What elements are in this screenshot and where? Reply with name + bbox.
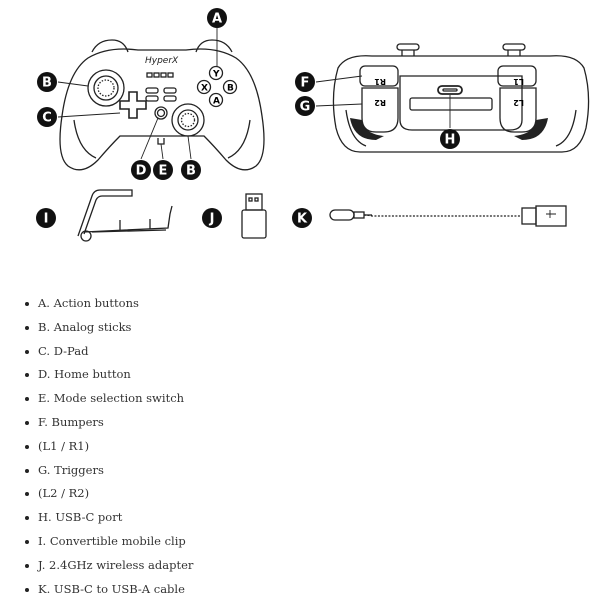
callout-e: E [153,160,173,180]
svg-text:A: A [212,12,222,27]
usb-cable [329,205,567,227]
callout-f: F [295,72,315,92]
svg-text:H: H [445,133,456,148]
face-button-a: A [213,97,220,107]
list-item: K. USB-C to USB-A cable [0,578,600,601]
list-item: C. D-Pad [0,340,600,364]
bumper-r1-label: R1 [374,77,386,86]
list-item: E. Mode selection switch [0,387,600,411]
list-item: D. Home button [0,363,600,387]
leader-lines-back [315,75,451,128]
list-item: F. Bumpers [0,411,600,435]
wireless-adapter [241,193,267,239]
svg-text:J: J [209,212,215,227]
leader-lines-front [57,28,218,160]
trigger-r2-label: R2 [374,98,386,107]
callout-g: G [295,96,315,116]
grip-shading-left [350,118,384,140]
callout-a: A [207,8,227,28]
svg-text:B: B [42,76,52,91]
svg-text:B: B [186,164,196,179]
svg-text:D: D [136,164,147,179]
callout-b-bottom: B [181,160,201,180]
list-item: H. USB-C port [0,506,600,530]
bullet-icon [25,302,29,306]
callout-h: H [440,129,460,149]
bullet-icon [25,539,29,544]
face-button-x: X [201,84,208,94]
product-diagram: HyperX Y X B A R1 L1 R2 [36,8,590,242]
svg-text:F: F [301,76,310,91]
svg-text:I: I [44,212,49,227]
bullet-icon [25,325,29,330]
bullet-icon [25,397,29,402]
bullet-icon [25,468,29,473]
callout-i: I [36,208,56,228]
svg-text:K: K [297,212,308,227]
callout-j: J [202,208,222,228]
list-item: J. 2.4GHz wireless adapter [0,554,600,578]
bullet-icon [25,420,29,425]
brand-label: HyperX [145,56,179,66]
bullet-icon [25,563,29,568]
bullet-icon [25,349,29,354]
bullet-icon [25,516,29,521]
face-button-b: B [227,84,234,94]
list-item: (L1 / R1) [0,435,600,459]
list-item: B. Analog sticks [0,316,600,340]
svg-text:C: C [42,111,52,126]
trigger-l2-label: L2 [513,98,524,107]
mobile-clip [77,189,173,242]
bullet-icon [25,373,29,378]
grip-shading-right [514,118,548,140]
callout-k: K [292,208,312,228]
bullet-icon [25,587,29,592]
svg-text:E: E [159,164,168,179]
list-item: G. Triggers [0,459,600,483]
callout-b-left: B [37,72,57,92]
bullet-icon [25,444,29,449]
svg-text:G: G [300,100,311,115]
list-item: I. Convertible mobile clip [0,530,600,554]
bumper-l1-label: L1 [513,77,524,86]
list-item: A. Action buttons [0,292,600,316]
bullet-icon [25,492,29,497]
face-button-y: Y [212,70,220,80]
list-item: (L2 / R2) [0,482,600,506]
callout-d: D [131,160,151,180]
callout-c: C [37,107,57,127]
parts-list: A. Action buttons B. Analog sticks C. D-… [0,292,600,601]
